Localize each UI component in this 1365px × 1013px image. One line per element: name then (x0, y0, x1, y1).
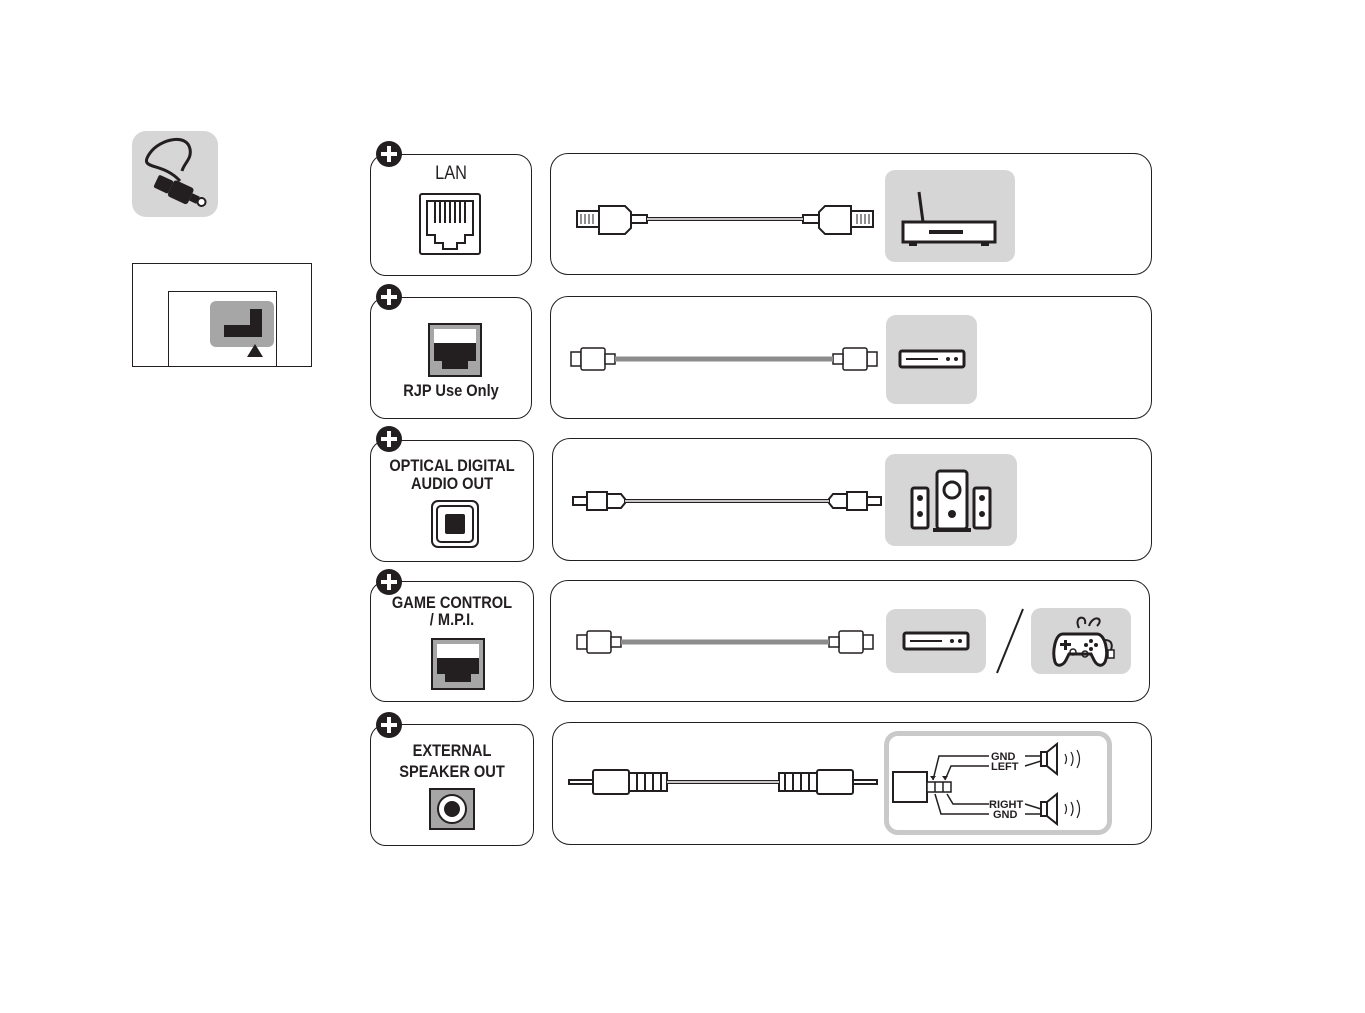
port-area-highlight (210, 301, 274, 347)
game-control-label-line2: / M.P.I. (382, 610, 521, 629)
speaker-system-icon (909, 468, 993, 534)
rjp-jack-icon (428, 323, 482, 377)
plus-icon (376, 712, 402, 738)
gamepad-icon (1053, 612, 1115, 670)
set-top-box-icon (902, 631, 970, 653)
rjp-port-box: RJP Use Only (370, 297, 532, 419)
optical-cable-icon (571, 489, 883, 513)
plus-icon (376, 284, 402, 310)
router-tile (885, 170, 1015, 262)
optical-cable-box (552, 438, 1152, 561)
rj-cable-icon (575, 628, 875, 656)
speaker-cable-box: GND LEFT RIGHT GND (552, 722, 1152, 845)
optical-label-line2: AUDIO OUT (382, 474, 521, 493)
location-arrow-icon (247, 344, 263, 358)
gamepad-tile (1031, 608, 1131, 674)
plus-icon (376, 426, 402, 452)
optical-label-line1: OPTICAL DIGITAL (382, 456, 521, 475)
lan-cable-icon (575, 202, 875, 238)
headphone-jack-icon (429, 788, 475, 830)
rjp-cable-box (550, 296, 1152, 419)
set-top-box-tile (886, 315, 977, 404)
game-control-cable-box (550, 580, 1150, 702)
separator-slash (995, 607, 1025, 675)
cable-connector-icon (132, 131, 218, 217)
speaker-label-line2: SPEAKER OUT (382, 762, 521, 781)
left-label: LEFT (991, 761, 1019, 773)
lan-port-box: LAN (370, 154, 532, 276)
lan-label: LAN (382, 164, 520, 183)
speaker-port-box: EXTERNAL SPEAKER OUT (370, 724, 534, 846)
set-top-box-icon (898, 349, 966, 371)
ethernet-jack-icon (419, 193, 481, 255)
plus-icon (376, 141, 402, 167)
tv-location-diagram (132, 263, 312, 367)
lan-cable-box (550, 153, 1152, 275)
optical-jack-icon (431, 500, 479, 548)
set-top-box-tile (886, 609, 986, 673)
speaker-wiring-frame: GND LEFT RIGHT GND (884, 731, 1112, 835)
gnd-bottom-label: GND (993, 809, 1018, 821)
audio-cable-icon (567, 767, 879, 797)
plus-icon (376, 569, 402, 595)
game-control-port-box: GAME CONTROL / M.P.I. (370, 581, 534, 702)
router-icon (899, 188, 999, 248)
rjp-label: RJP Use Only (382, 381, 520, 400)
mpi-jack-icon (431, 638, 485, 690)
rj-cable-icon (569, 345, 879, 373)
optical-port-box: OPTICAL DIGITAL AUDIO OUT (370, 440, 534, 562)
speaker-system-tile (885, 454, 1017, 546)
speaker-label-line1: EXTERNAL (382, 741, 521, 760)
